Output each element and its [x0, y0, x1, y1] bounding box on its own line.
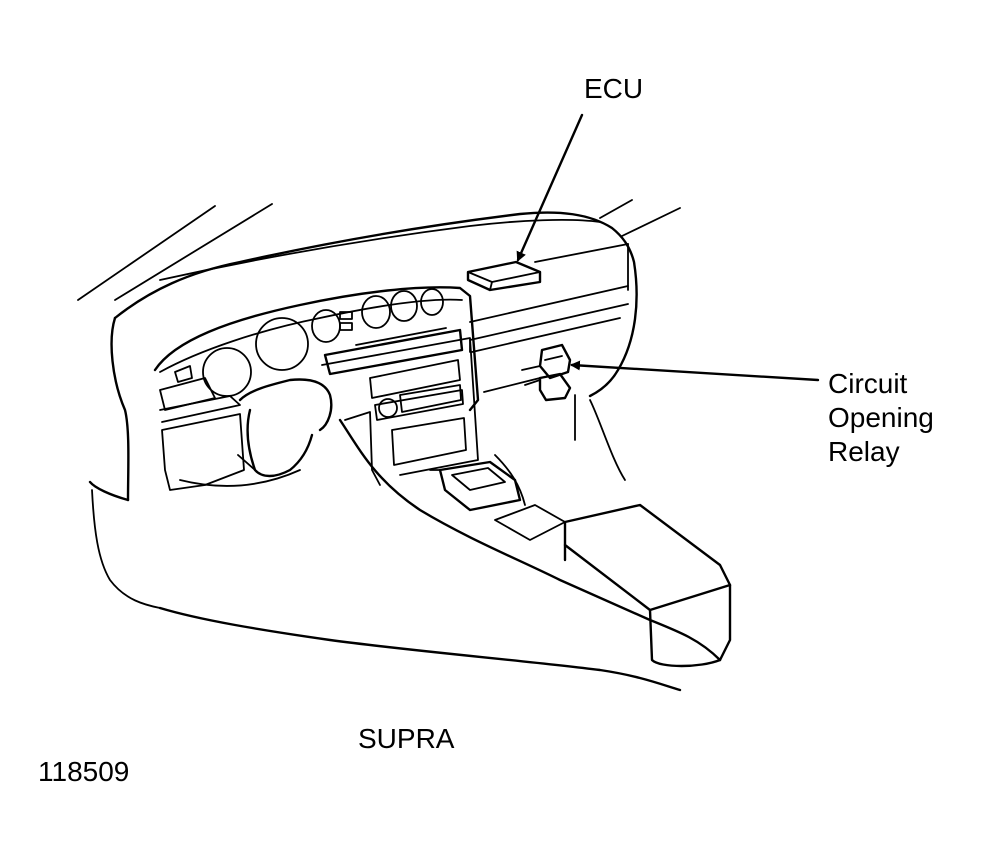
- driver-lower-panels: [159, 377, 333, 491]
- circuit-opening-relay: [521, 343, 572, 402]
- windshield-lines: [77, 199, 681, 301]
- relay-arrow: [570, 360, 820, 382]
- ecu-arrow: [516, 113, 584, 262]
- leader-arrows: [516, 113, 820, 382]
- ecu-label: ECU: [584, 73, 644, 104]
- dashboard-outline: [88, 211, 638, 609]
- circuit-opening-relay-label: Circuit Opening Relay: [828, 367, 934, 469]
- relay-label-line-2: Opening: [828, 402, 934, 433]
- center-console: [158, 418, 732, 692]
- center-stack: [321, 327, 479, 486]
- ecu-module: [466, 260, 542, 292]
- model-caption: SUPRA: [358, 723, 455, 754]
- figure-number: 118509: [38, 756, 130, 787]
- instrument-cluster: [153, 286, 480, 412]
- relay-label-line-1: Circuit: [828, 368, 908, 399]
- relay-label-line-3: Relay: [828, 436, 900, 467]
